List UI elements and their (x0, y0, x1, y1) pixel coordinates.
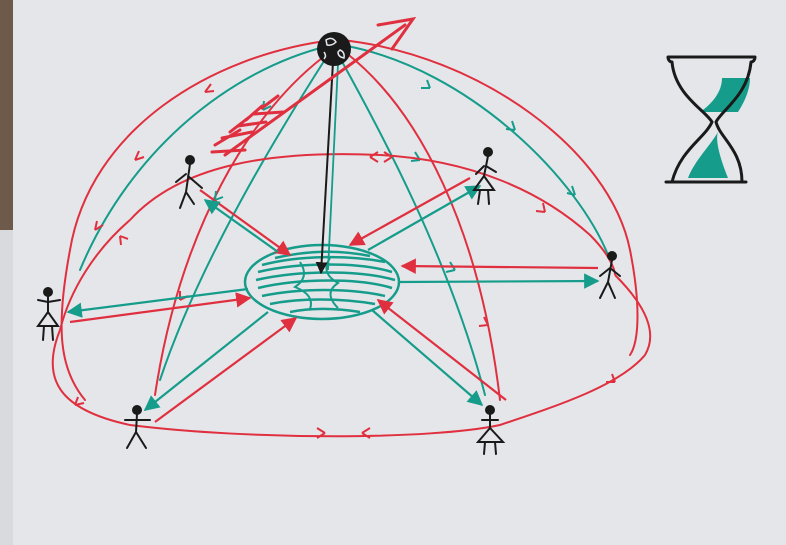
paper-sheet (13, 0, 786, 545)
earth-icon (317, 32, 351, 66)
wood-edge (0, 0, 13, 230)
